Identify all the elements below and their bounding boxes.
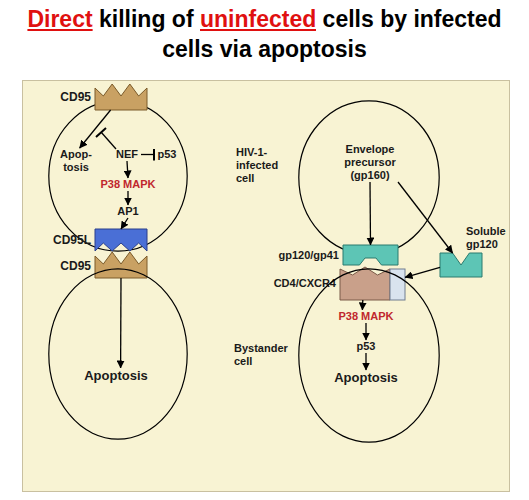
diagram-panel — [22, 80, 510, 492]
protein-name: AP1 — [113, 205, 143, 218]
cd95-receptor: CD95 — [95, 82, 147, 110]
arrow-connector — [405, 267, 440, 277]
kinase-name: P38 MAPK — [92, 178, 164, 191]
cd95l-ligand: CD95L — [95, 229, 147, 251]
protein-name: p53 — [154, 148, 180, 161]
node-text: p53 — [154, 148, 180, 161]
node-label: Soluble gp120 — [466, 225, 518, 251]
arrow-connector — [127, 161, 128, 178]
soluble-protein-shape — [440, 253, 482, 277]
arrow-connector — [365, 353, 366, 370]
node-text: Apoptosis — [328, 370, 404, 385]
node-label: CD95 — [60, 90, 91, 104]
arrow-connector — [369, 182, 371, 245]
node-text: p53 — [351, 340, 381, 353]
soluble-protein: Soluble gp120 — [440, 253, 482, 277]
apoptosis-text: Apoptosis — [328, 370, 404, 385]
cell-membrane — [49, 101, 187, 251]
infected-cell: HIV-1- infected cellEnvelope precursor (… — [298, 100, 440, 255]
arrow-connector — [362, 300, 364, 310]
cell-membrane — [299, 101, 439, 254]
node-text: P38 MAPK — [92, 178, 164, 191]
co-receptor: CD4/CXCR4 — [340, 265, 405, 300]
node-label: CD4/CXCR4 — [274, 277, 336, 290]
node-label: CD95 — [60, 259, 91, 273]
node-outline — [95, 250, 147, 278]
glycoprotein-shape — [343, 245, 398, 265]
node-text: NEF — [113, 148, 141, 161]
cell-membrane — [49, 269, 187, 439]
cd95-receptor: CD95 — [95, 250, 147, 278]
bystander-cell: Bystander cellP38 MAPKp53Apoptosis — [298, 268, 440, 443]
arrow-connector — [127, 191, 128, 205]
node-outline — [48, 268, 188, 440]
node-text: Apoptosis — [78, 368, 154, 383]
node-outline — [95, 82, 147, 110]
node-text: P38 MAPK — [330, 310, 402, 323]
arrow-connector — [365, 323, 366, 340]
arrow-connector — [120, 278, 122, 368]
cell-membrane — [299, 269, 439, 442]
envelope-protein: gp120/gp41 — [343, 245, 398, 265]
protein-name: NEF — [113, 148, 141, 161]
precursor-text: Envelope precursor (gp160) — [330, 143, 410, 182]
node-label: HIV-1- infected cell — [236, 146, 294, 185]
receptor-shape — [95, 84, 147, 110]
arrow-connector — [80, 110, 111, 148]
cd4-shape — [340, 267, 390, 300]
node-text: Envelope precursor (gp160) — [330, 143, 410, 182]
node-outline — [440, 253, 482, 277]
node-text: AP1 — [113, 205, 143, 218]
apoptosis-text: Apoptosis — [78, 368, 154, 383]
inhibition-line — [101, 132, 116, 149]
protein-name: p53 — [351, 340, 381, 353]
node-label: CD95L — [53, 233, 91, 247]
arrow-connector — [121, 218, 128, 229]
node-outline — [95, 229, 147, 251]
inhibition-bar — [96, 128, 106, 137]
bystander-cell: Apoptosis — [48, 268, 188, 440]
ligand-shape — [95, 229, 147, 251]
node-text: Apop- tosis — [58, 148, 94, 174]
node-label: gp120/gp41 — [278, 249, 339, 262]
node-outline — [343, 245, 398, 265]
receptor-shape — [95, 252, 147, 278]
diagram-title: Direct killing of uninfected cells by in… — [0, 4, 529, 64]
node-outline — [298, 268, 440, 443]
inhibition-connector — [141, 154, 154, 155]
node-label: Bystander cell — [234, 342, 294, 368]
kinase-name: P38 MAPK — [330, 310, 402, 323]
arrow-connector — [398, 182, 453, 253]
apoptosis-text: Apop- tosis — [58, 148, 94, 174]
node-outline — [340, 265, 405, 300]
